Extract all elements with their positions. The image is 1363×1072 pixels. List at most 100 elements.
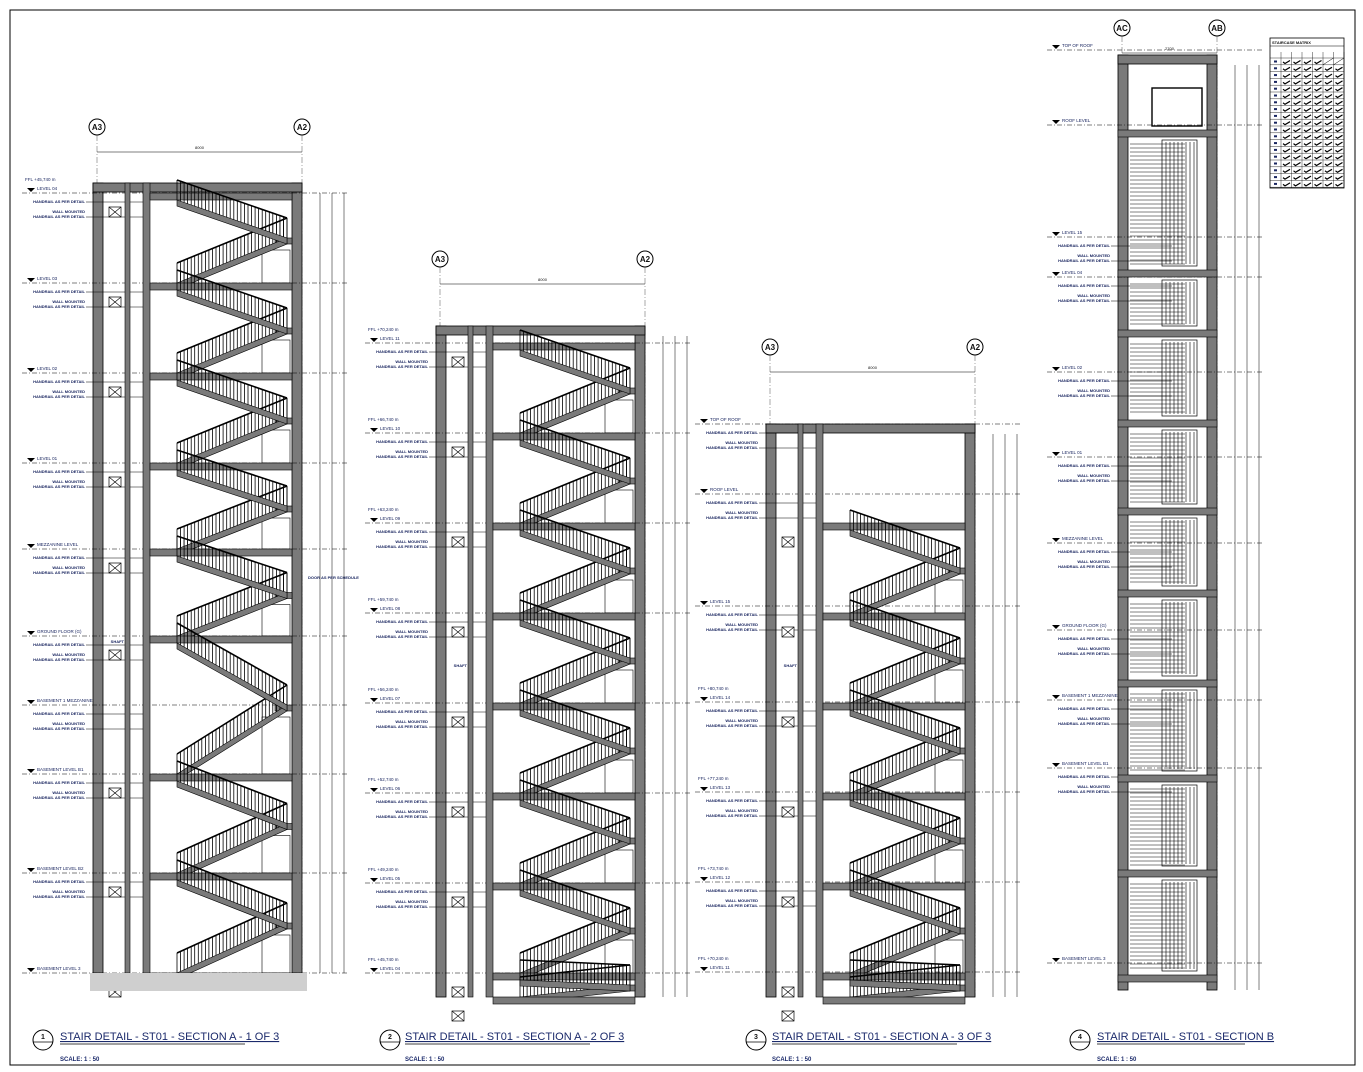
check-icon <box>1314 66 1322 72</box>
handrail-note: HANDRAIL AS PER DETAIL <box>1058 651 1110 656</box>
grid-bubble <box>1208 19 1226 37</box>
shaft-label: SHAFT <box>111 639 125 644</box>
handrail-note: HANDRAIL AS PER DETAIL <box>1058 549 1110 554</box>
check-icon <box>1324 155 1333 160</box>
check-icon <box>1293 141 1301 146</box>
check-icon <box>1303 114 1312 119</box>
check-icon <box>1324 175 1333 180</box>
handrail <box>849 689 961 729</box>
stair-flight <box>519 709 631 755</box>
matrix-level-cell <box>1274 67 1277 70</box>
check-icon <box>1335 168 1343 174</box>
section-scale: SCALE: 1 : 50 <box>772 1057 812 1063</box>
handrail-note: HANDRAIL AS PER DETAIL <box>1058 393 1110 398</box>
wall-mounted-note: WALL MOUNTED <box>52 565 85 570</box>
duct-cross-icon <box>108 562 122 574</box>
balustrade <box>849 690 961 748</box>
check-icon <box>1324 161 1333 167</box>
matrix-level-cell <box>1274 135 1277 138</box>
level-marker-icon <box>1052 120 1060 124</box>
check-icon <box>1335 161 1343 167</box>
check-icon <box>1303 134 1312 140</box>
balustrade <box>1165 520 1195 584</box>
handrail <box>849 727 961 774</box>
check-icon <box>1282 114 1291 119</box>
level-name: TOP OF ROOF <box>710 417 741 422</box>
stair-treads <box>1130 143 1185 265</box>
balustrade <box>176 360 288 418</box>
check-icon <box>1314 100 1322 106</box>
matrix-level-cell <box>1274 162 1277 165</box>
handrail-note: HANDRAIL AS PER DETAIL <box>376 349 428 354</box>
door-note: DOOR AS PER SCHEDULE <box>308 575 359 580</box>
handrail-note: HANDRAIL AS PER DETAIL <box>706 445 758 450</box>
ground-hatch <box>90 973 307 991</box>
handrail-note: HANDRAIL AS PER DETAIL <box>33 214 85 219</box>
stair-flight <box>176 289 288 335</box>
stair-flight <box>519 349 631 395</box>
handrail <box>849 509 961 549</box>
wall-mounted-note: WALL MOUNTED <box>1077 253 1110 258</box>
balustrade <box>176 803 288 873</box>
handrail-note: HANDRAIL AS PER DETAIL <box>1058 789 1110 794</box>
roof-balustrade <box>1151 87 1203 127</box>
balustrade <box>849 870 961 928</box>
handrail-note: HANDRAIL AS PER DETAIL <box>33 726 85 731</box>
stair-flight <box>519 387 631 440</box>
level-name: BASEMENT 1 MEZZANINE <box>1062 693 1118 698</box>
balustrade <box>519 420 631 478</box>
handrail-note: HANDRAIL AS PER DETAIL <box>1058 283 1110 288</box>
handrail-note: HANDRAIL AS PER DETAIL <box>1058 636 1110 641</box>
section-scale: SCALE: 1 : 50 <box>60 1057 100 1063</box>
check-icon <box>1324 114 1333 119</box>
stair-treads <box>1130 343 1185 413</box>
stair-flight <box>849 529 961 575</box>
level-marker-icon <box>1052 763 1060 767</box>
matrix-level-cell <box>1274 74 1277 77</box>
check-icon <box>1324 141 1333 146</box>
section-title: STAIR DETAIL - ST01 - SECTION B <box>1097 1031 1274 1043</box>
section-number-bubble <box>1069 1029 1091 1051</box>
balustrade-panel <box>1161 689 1198 772</box>
handrail <box>519 367 631 414</box>
handrail <box>519 599 631 639</box>
handrail <box>849 637 961 684</box>
handrail-note: HANDRAIL AS PER DETAIL <box>706 798 758 803</box>
balustrade <box>1165 602 1195 674</box>
check-icon <box>1324 127 1333 133</box>
floor-slab <box>1117 869 1218 878</box>
sheet-border <box>9 9 1356 1066</box>
check-icon <box>1303 80 1312 85</box>
balustrade <box>176 860 288 923</box>
check-icon <box>1282 100 1291 106</box>
door-outline <box>261 604 291 637</box>
level-ffl: FFL +66,740 m <box>368 417 399 422</box>
shaft-wall <box>124 182 131 974</box>
check-icon <box>1314 168 1322 174</box>
handrail <box>519 964 631 978</box>
handrail-note: HANDRAIL AS PER DETAIL <box>1058 564 1110 569</box>
level-marker-icon <box>1052 958 1060 962</box>
check-icon <box>1335 100 1343 106</box>
level-name: LEVEL 11 <box>380 336 400 341</box>
floor-slab <box>822 522 966 531</box>
stair-flight <box>176 592 288 643</box>
balustrade <box>1165 692 1195 769</box>
stair-treads <box>1130 603 1185 673</box>
door-outline <box>604 849 634 884</box>
wall-mounted-note: WALL MOUNTED <box>1077 559 1110 564</box>
level-name: BASEMENT LEVEL B1 <box>1062 761 1109 766</box>
wall-mounted-note: WALL MOUNTED <box>52 790 85 795</box>
level-marker-icon <box>1052 625 1060 629</box>
grid-bubble <box>431 250 449 268</box>
floor-slab <box>1117 974 1218 983</box>
floor-slab <box>492 342 636 351</box>
door-outline <box>604 669 634 704</box>
matrix-level-cell <box>1274 108 1277 111</box>
balustrade <box>176 903 288 973</box>
handrail <box>519 817 631 864</box>
level-marker-icon <box>370 518 378 522</box>
handrail <box>849 599 961 639</box>
balustrade <box>1165 432 1195 502</box>
door-outline <box>261 249 291 284</box>
